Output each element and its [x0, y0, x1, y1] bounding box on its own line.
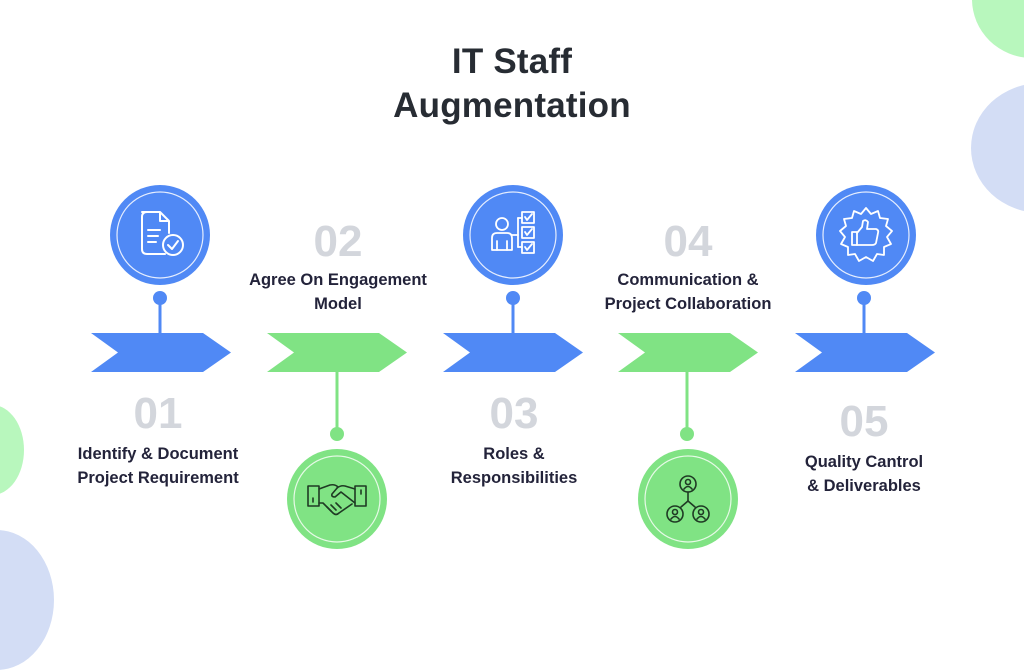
step-3-arrow — [443, 333, 583, 372]
step-5-icon-circle — [816, 185, 916, 285]
step-3-label: Roles & Responsibilities — [404, 442, 624, 490]
step-3-label-line-2: Responsibilities — [450, 469, 578, 487]
step-1-icon-circle — [110, 185, 210, 285]
title-line-2: Augmentation — [393, 86, 631, 125]
step-2-icon-circle — [287, 449, 387, 549]
step-5-arrow — [795, 333, 935, 372]
title-line-1: IT Staff — [451, 42, 573, 81]
step-5-connector — [857, 291, 871, 334]
step-4-label-line-1: Communication & — [617, 271, 759, 289]
step-1-label-line-1: Identify & Document — [77, 445, 239, 463]
step-2-number: 02 — [313, 217, 363, 266]
person-checklist-icon — [491, 211, 535, 254]
step-2-connector — [330, 371, 344, 441]
process-timeline — [91, 185, 935, 549]
step-3-number: 03 — [489, 389, 539, 438]
step-3-connector — [506, 291, 520, 334]
step-1-number: 01 — [133, 389, 183, 438]
step-1-label-line-2: Project Requirement — [77, 469, 239, 487]
step-2-label-line-2: Model — [314, 295, 362, 313]
document-check-icon — [141, 211, 184, 256]
page-title: IT Staff Augmentation — [0, 40, 1024, 128]
step-4-connector — [680, 371, 694, 441]
step-5-label-line-1: Quality Cantrol — [804, 453, 924, 471]
step-2-label-line-1: Agree On Engagement — [249, 271, 427, 289]
team-network-icon — [666, 475, 710, 523]
step-1-connector — [153, 291, 167, 334]
step-4-number: 04 — [663, 217, 713, 266]
handshake-icon — [307, 483, 367, 516]
step-5-number: 05 — [839, 397, 889, 446]
step-4-label-line-2: Project Collaboration — [604, 295, 772, 313]
step-4-label: Communication & Project Collaboration — [578, 268, 798, 316]
step-5-label: Quality Cantrol & Deliverables — [754, 450, 974, 498]
step-1-label: Identify & Document Project Requirement — [48, 442, 268, 490]
step-1-arrow — [91, 333, 231, 372]
step-3-label-line-1: Roles & — [483, 445, 545, 463]
quality-badge-thumbs-up-icon — [839, 207, 893, 262]
step-2-label: Agree On Engagement Model — [228, 268, 448, 316]
step-2-arrow — [267, 333, 407, 372]
step-4-arrow — [618, 333, 758, 372]
step-5-label-line-2: & Deliverables — [807, 477, 921, 495]
